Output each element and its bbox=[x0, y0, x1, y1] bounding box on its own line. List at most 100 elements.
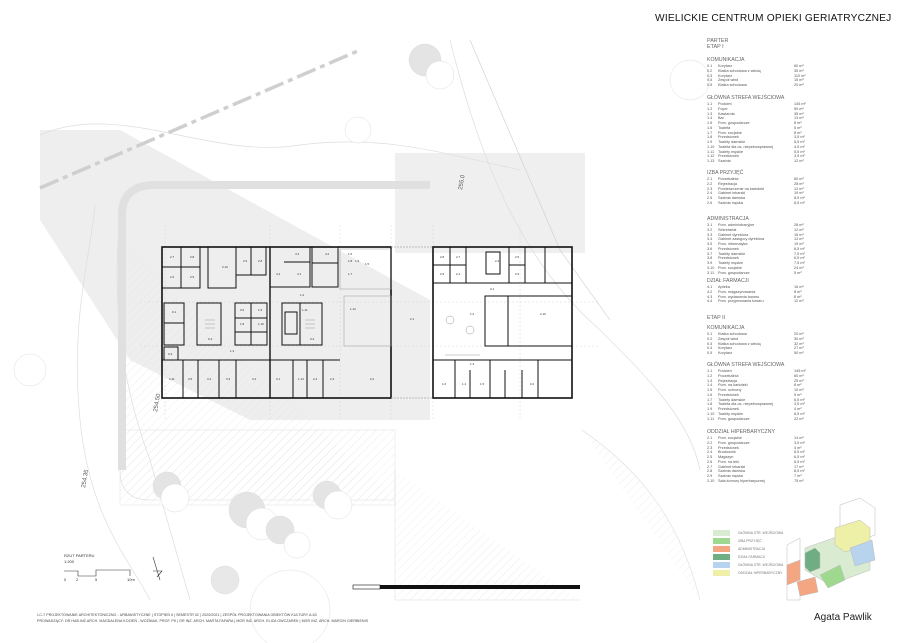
room-name: Przedsionek bbox=[718, 135, 739, 140]
room-area: 24 m² bbox=[794, 265, 804, 270]
room-name: Podcień bbox=[718, 369, 732, 373]
room-name: Pom. przyjmowania towaru bbox=[718, 299, 764, 304]
room-area: 13 m² bbox=[794, 116, 804, 121]
room-area: 60 m² bbox=[794, 373, 804, 378]
scale-tick: 5 bbox=[95, 577, 98, 582]
room-name: Poczekalnia bbox=[718, 177, 739, 181]
room-number: 1.13 bbox=[707, 159, 715, 163]
room-number: 1.3 bbox=[707, 111, 713, 116]
color-swatch bbox=[713, 530, 730, 536]
room-area: 6,5 m² bbox=[794, 450, 805, 455]
legend-section-title: GŁÓWNA STREFA WEJŚCIOWA bbox=[707, 95, 785, 101]
legend-section-title: KOMUNIKACJA bbox=[707, 325, 745, 331]
room-name: Klatka schodowa bbox=[718, 83, 747, 87]
room-label: 3.4 bbox=[207, 377, 212, 381]
room-area: 3,5 m² bbox=[794, 154, 805, 159]
room-area: 16 m² bbox=[794, 285, 804, 289]
building-stage-2 bbox=[432, 246, 573, 399]
room-area: 75 m² bbox=[794, 478, 804, 483]
room-number: 1.7 bbox=[707, 130, 713, 135]
room-label: 3.1 bbox=[276, 377, 281, 381]
room-name: Szatnia bbox=[718, 159, 731, 163]
room-number: 3.10 bbox=[707, 265, 715, 270]
room-number: 0.5 bbox=[707, 351, 713, 355]
room-number: 2.9 bbox=[707, 474, 713, 478]
room-area: 6,5 m² bbox=[794, 256, 805, 261]
room-number: 2.3 bbox=[707, 186, 713, 191]
room-area: 19 m² bbox=[794, 242, 804, 246]
room-name: Klatka schodowa z windą bbox=[718, 341, 761, 346]
room-number: 4.2 bbox=[707, 289, 713, 294]
room-label: 2.5 bbox=[515, 255, 520, 259]
room-name: Toalety damskie bbox=[718, 397, 746, 402]
color-key-item: GŁÓWNA STR. WEJŚCIOWA bbox=[713, 530, 783, 536]
room-name: Szatnia męska bbox=[718, 474, 743, 478]
room-area: 4 m² bbox=[794, 407, 802, 411]
room-name: Przedsionek bbox=[718, 407, 739, 411]
room-number: 2.6 bbox=[707, 459, 713, 464]
room-name: Pom. socjalne bbox=[718, 436, 742, 440]
floor-label: PARTER bbox=[707, 38, 729, 44]
room-label: 2.8 bbox=[440, 255, 445, 259]
room-area: 12 m² bbox=[794, 159, 804, 163]
contour-label: 254.35 bbox=[81, 469, 90, 489]
room-name: Rejestracja bbox=[718, 378, 737, 383]
room-area: 3,5 m² bbox=[794, 440, 805, 445]
room-number: 1.11 bbox=[707, 416, 715, 421]
room-number: 0.2 bbox=[707, 68, 713, 73]
room-label: 1.3 bbox=[470, 362, 475, 366]
room-name: Przedsionek bbox=[718, 392, 739, 397]
room-name: Klatka schodowa bbox=[718, 332, 747, 336]
room-name: Szatnia damska bbox=[718, 469, 746, 474]
room-number: 4.1 bbox=[707, 285, 713, 289]
room-label: 1.5 bbox=[480, 382, 485, 386]
site-context bbox=[13, 39, 711, 643]
room-area: 6,5 m² bbox=[794, 411, 805, 416]
color-key-item: ODDZIAŁ HIPERBARYCZNY bbox=[713, 570, 782, 576]
room-label: 1.2 bbox=[300, 293, 305, 297]
room-label: 2.10 bbox=[540, 312, 546, 316]
room-area: 3,5 m² bbox=[794, 402, 805, 407]
room-label: 2.2 bbox=[370, 377, 375, 381]
room-name: Pom. na leki bbox=[718, 459, 739, 464]
room-area: 15 m² bbox=[794, 78, 804, 83]
room-label: 0.4 bbox=[208, 337, 213, 341]
room-name: Sekretariat bbox=[718, 227, 737, 232]
room-area: 12 m² bbox=[794, 237, 804, 242]
room-area: 50 m² bbox=[794, 106, 804, 111]
room-area: 5 m² bbox=[794, 125, 802, 130]
room-name: Przedsionek bbox=[718, 256, 739, 261]
room-area: 6,5 m² bbox=[794, 397, 805, 402]
room-area: 8,5 m² bbox=[794, 469, 805, 474]
legend-section-title: DZIAŁ FARMACJI bbox=[707, 278, 749, 284]
room-label: 1.8 bbox=[348, 259, 353, 263]
room-label: 0.3 bbox=[168, 352, 173, 356]
room-label: 1.3 bbox=[230, 349, 235, 353]
room-number: 3.4 bbox=[707, 237, 713, 242]
room-name: Pom. na kartoteki bbox=[718, 383, 748, 388]
color-key-label: IZBA PRZYJĘĆ bbox=[738, 539, 762, 543]
room-name: Gabinet lekarski bbox=[718, 464, 746, 469]
room-area: 16 m² bbox=[794, 232, 804, 237]
room-label: 1.9 bbox=[258, 308, 263, 312]
room-number: 4.4 bbox=[707, 299, 713, 304]
room-number: 1.4 bbox=[707, 116, 713, 121]
room-name: Zespół wind bbox=[718, 336, 739, 341]
